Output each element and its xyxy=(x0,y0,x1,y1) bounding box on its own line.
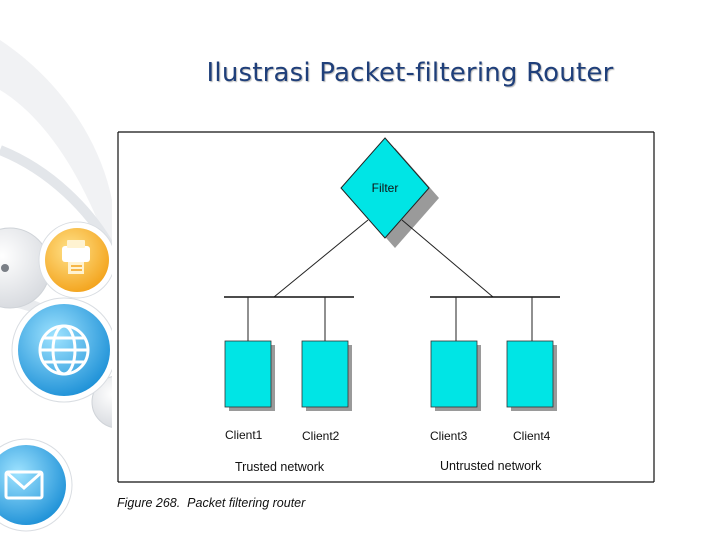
client4-label: Client4 xyxy=(513,429,551,443)
globe-bubble xyxy=(11,297,112,403)
mail-icon xyxy=(4,470,44,500)
client2-box xyxy=(301,340,349,408)
untrusted-network-label: Untrusted network xyxy=(440,459,542,473)
filter-label: Filter xyxy=(372,181,399,195)
globe-icon xyxy=(38,324,90,376)
client1-box xyxy=(224,340,272,408)
filter-node: Filter xyxy=(340,137,439,248)
link-untrusted xyxy=(401,219,494,298)
client3-box xyxy=(430,340,478,408)
client4-node xyxy=(506,340,557,411)
client2-label: Client2 xyxy=(302,429,340,443)
client1-label: Client1 xyxy=(225,428,263,442)
client1-node xyxy=(224,340,275,411)
slide-title: Ilustrasi Packet-filtering Router xyxy=(206,58,614,88)
client3-label: Client3 xyxy=(430,429,468,443)
mail-bubble xyxy=(0,438,73,532)
link-trusted xyxy=(273,219,369,298)
client4-box xyxy=(506,340,554,408)
printer-icon xyxy=(62,240,90,274)
client3-node xyxy=(430,340,481,411)
decorative-sidebar xyxy=(0,40,112,532)
trusted-network-label: Trusted network xyxy=(235,460,325,474)
printer-bubble xyxy=(38,221,112,299)
packet-filter-diagram: Filter Client1 Client2 Client3 Client4 T… xyxy=(117,131,655,483)
filter-diamond xyxy=(340,137,430,239)
figure-caption: Figure 268. Packet filtering router xyxy=(117,496,306,510)
client2-node xyxy=(301,340,352,411)
